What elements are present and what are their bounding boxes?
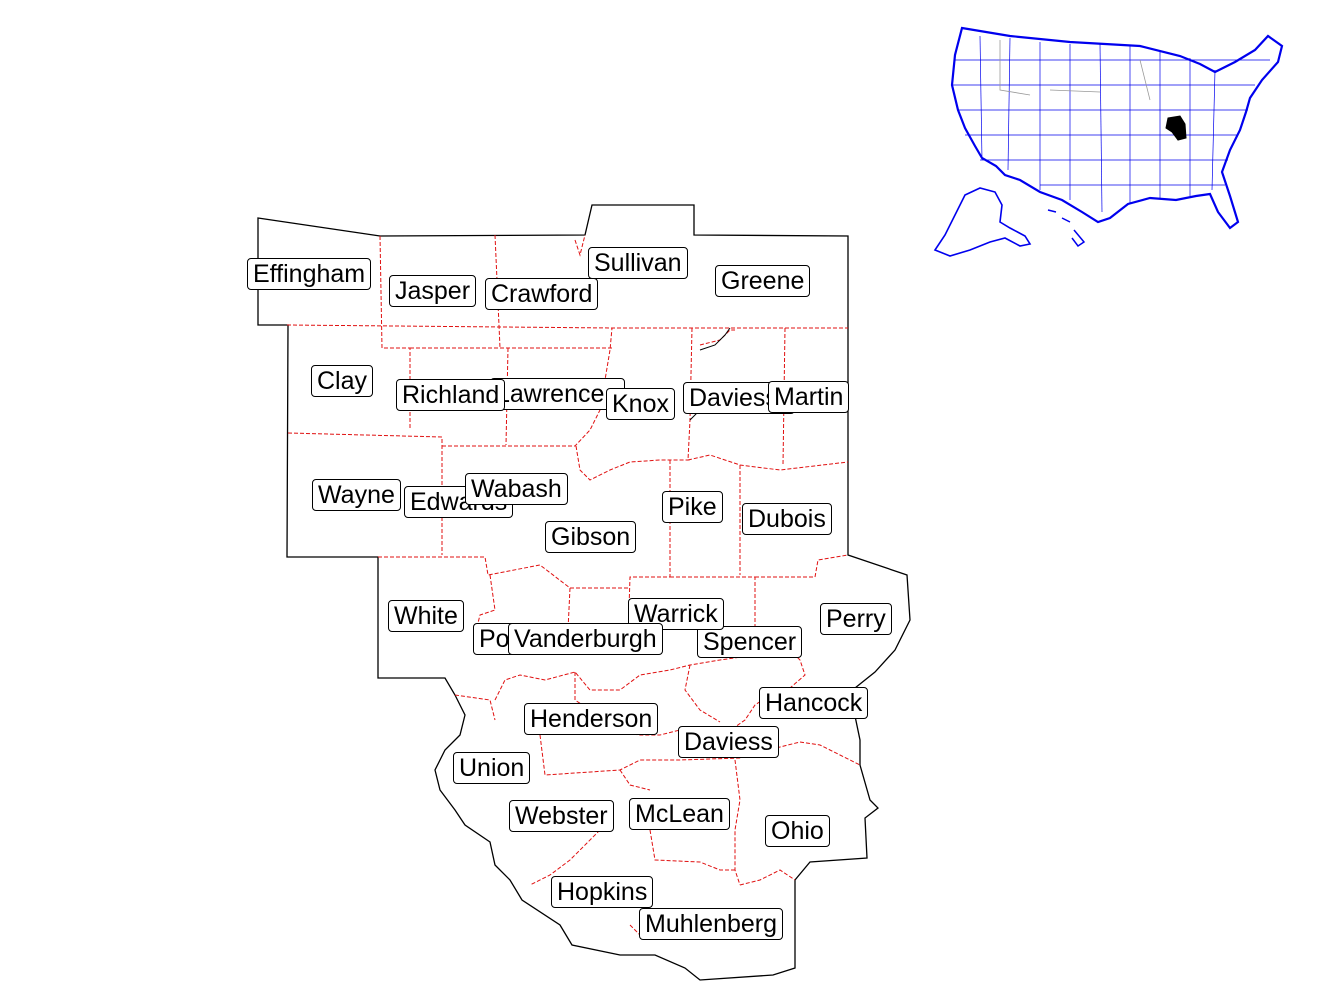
county-name: Wayne <box>318 481 395 509</box>
county-label-sullivan[interactable]: Sullivan <box>588 247 688 279</box>
us-inset-state-lines <box>953 35 1270 213</box>
us-inset-map <box>933 26 1284 257</box>
hawaii-outline <box>1047 209 1086 248</box>
alaska-outline <box>933 187 1032 257</box>
county-name: Pike <box>668 493 717 521</box>
county-name: Daviess <box>684 728 773 756</box>
county-label-hopkins[interactable]: Hopkins <box>551 876 654 908</box>
county-label-muhlenberg[interactable]: Muhlenberg <box>639 908 784 940</box>
county-label-knox[interactable]: Knox <box>606 388 675 420</box>
county-name: Webster <box>515 802 608 830</box>
county-label-lawrence[interactable]: Lawrence <box>490 378 625 410</box>
county-label-henderson[interactable]: Henderson <box>524 703 659 735</box>
county-label-spencer[interactable]: Spencer <box>697 626 803 658</box>
county-name: Muhlenberg <box>645 910 778 938</box>
county-name: Knox <box>612 390 669 418</box>
region-outline <box>257 204 911 981</box>
county-label-greene[interactable]: Greene <box>715 265 811 297</box>
county-name: Vanderburgh <box>514 625 657 653</box>
county-label-union[interactable]: Union <box>453 752 531 784</box>
county-name: Crawford <box>491 280 593 308</box>
county-label-vanderburgh[interactable]: Vanderburgh <box>508 623 663 655</box>
county-name: Hancock <box>765 689 863 717</box>
us-inset-state-boundaries <box>999 40 1151 101</box>
county-name: Greene <box>721 267 805 295</box>
county-label-gibson[interactable]: Gibson <box>545 521 637 553</box>
county-name: Martin <box>774 383 844 411</box>
county-label-white[interactable]: White <box>388 600 464 632</box>
county-label-wabash[interactable]: Wabash <box>465 473 568 505</box>
county-label-clay[interactable]: Clay <box>311 365 374 397</box>
county-label-effingham[interactable]: Effingham <box>247 258 372 290</box>
county-name: Ohio <box>771 817 824 845</box>
county-label-mclean[interactable]: McLean <box>629 798 730 830</box>
county-label-richland[interactable]: Richland <box>396 379 506 411</box>
county-name: Hopkins <box>557 878 648 906</box>
highlighted-region <box>1165 115 1187 141</box>
county-name: Perry <box>826 605 886 633</box>
county-label-wayne[interactable]: Wayne <box>312 479 401 511</box>
county-name: Jasper <box>395 277 471 305</box>
county-name: Wabash <box>471 475 562 503</box>
county-label-hancock[interactable]: Hancock <box>759 687 869 719</box>
county-label-ohio[interactable]: Ohio <box>765 815 830 847</box>
county-name: Spencer <box>703 628 797 656</box>
us-inset-outline <box>950 26 1284 230</box>
county-label-dubois[interactable]: Dubois <box>742 503 832 535</box>
county-name: Clay <box>317 367 368 395</box>
county-name: Daviess <box>689 384 778 412</box>
county-name: McLean <box>635 800 724 828</box>
county-name: Henderson <box>530 705 653 733</box>
county-label-daviess-ky[interactable]: Daviess <box>678 726 779 758</box>
county-label-pike[interactable]: Pike <box>662 491 723 523</box>
county-name: White <box>394 602 458 630</box>
county-name: Gibson <box>551 523 631 551</box>
county-label-jasper[interactable]: Jasper <box>389 275 477 307</box>
county-label-perry[interactable]: Perry <box>820 603 892 635</box>
county-name: Dubois <box>748 505 826 533</box>
county-name: Union <box>459 754 525 782</box>
county-label-martin[interactable]: Martin <box>768 381 850 413</box>
county-label-crawford[interactable]: Crawford <box>485 278 599 310</box>
county-name: Effingham <box>253 260 366 288</box>
county-name: Lawrence <box>496 380 605 408</box>
county-name: Sullivan <box>594 249 682 277</box>
county-label-webster[interactable]: Webster <box>509 800 614 832</box>
county-name: Richland <box>402 381 500 409</box>
